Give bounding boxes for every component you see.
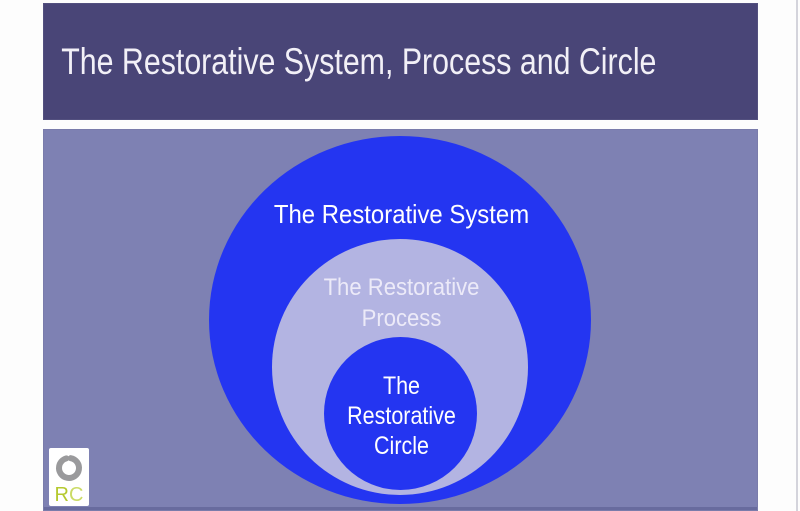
slide-bottom-edge [44,507,757,510]
frame-right-edge-line [796,0,798,511]
rc-logo-letter-r: R [54,484,69,506]
slide-title: The Restorative System, Process and Circ… [61,40,657,82]
rc-logo: RC [49,448,89,506]
slide-body-panel: The Restorative System The Restorative P… [43,129,758,511]
circle-ring-icon [56,455,82,481]
rc-logo-letter-c: C [69,484,84,506]
restorative-circle-inner [324,337,477,490]
slide-header-bar: The Restorative System, Process and Circ… [43,3,758,120]
rc-logo-text: RC [55,484,84,506]
